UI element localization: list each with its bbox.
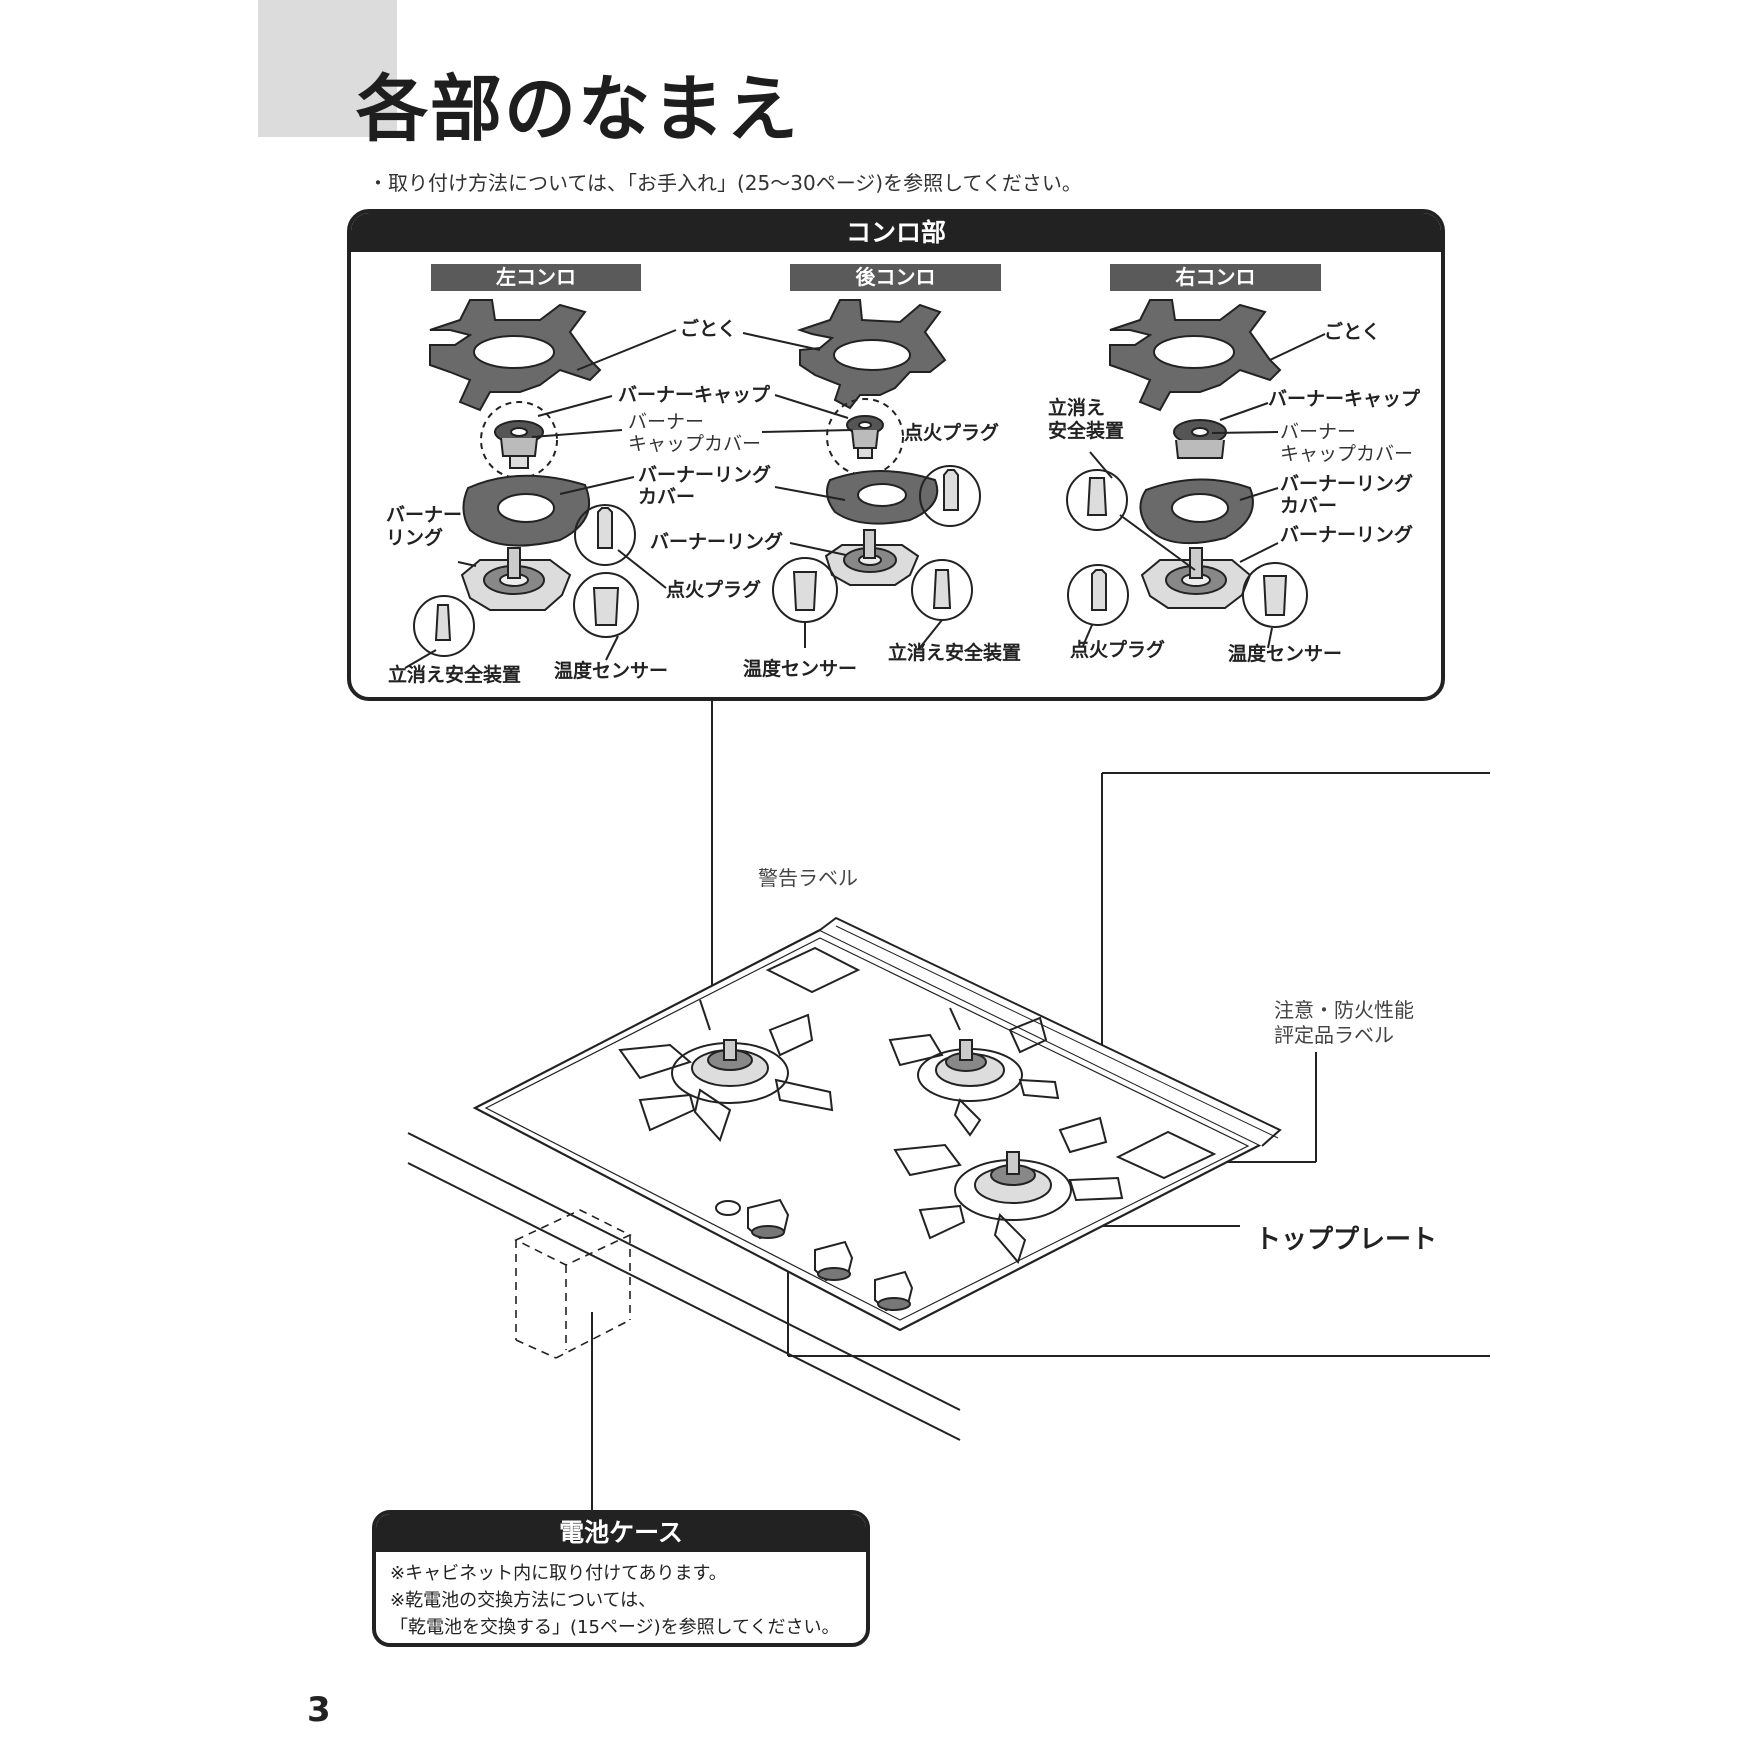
rear-safety-device-label: 立消え安全装置 bbox=[888, 642, 1022, 664]
right-ignition-plug-circle bbox=[1067, 564, 1129, 626]
rear-burner-ring-label: バーナーリング bbox=[650, 531, 784, 553]
page-title: 各部のなまえ bbox=[356, 67, 801, 151]
rear-ignition-plug-circle bbox=[919, 465, 981, 527]
left-burner-cap-cover-label-2: キャップカバー bbox=[628, 433, 762, 455]
left-temp-sensor-label: 温度センサー bbox=[554, 660, 669, 682]
right-temp-sensor-circle bbox=[1242, 562, 1308, 628]
right-burner-ring-cover-icon bbox=[1139, 478, 1254, 545]
rear-temp-sensor-label: 温度センサー bbox=[743, 658, 858, 680]
konro-parts-panel: コンロ部 左コンロ 後コンロ 右コンロ bbox=[347, 209, 1445, 701]
battery-case-note-3: 「乾電池を交換する」(15ページ)を参照してください。 bbox=[390, 1617, 840, 1638]
battery-box-icon bbox=[514, 1209, 632, 1359]
left-ignition-plug-circle bbox=[574, 504, 636, 566]
rear-burner-cap-icon bbox=[846, 415, 884, 459]
left-gotoku-icon bbox=[429, 299, 602, 412]
left-burner-cap-icon bbox=[494, 420, 544, 469]
left-burner-ring-cover-label-1: バーナーリング bbox=[638, 464, 772, 486]
right-burner-header: 右コンロ bbox=[1110, 264, 1321, 291]
right-burner-ring-cover-label-1: バーナーリング bbox=[1280, 473, 1414, 495]
battery-case-title: 電池ケース bbox=[376, 1514, 866, 1552]
right-burner-cap-label: バーナーキャップ bbox=[1268, 388, 1421, 410]
right-gotoku-icon bbox=[1109, 299, 1282, 412]
left-gotoku-label: ごとく bbox=[680, 318, 737, 340]
right-safety-device-label-1: 立消え bbox=[1048, 397, 1106, 419]
left-burner-cap-cover-label-1: バーナー bbox=[628, 411, 705, 433]
right-burner-cap-cover-label-2: キャップカバー bbox=[1280, 443, 1414, 465]
rear-gotoku-icon bbox=[796, 299, 947, 410]
left-burner-cap-label: バーナーキャップ bbox=[618, 384, 771, 406]
right-ignition-plug-label: 点火プラグ bbox=[1070, 639, 1166, 661]
plate-right-burner-icon bbox=[893, 1116, 1124, 1265]
right-burner-ring-cover-label-2: カバー bbox=[1280, 495, 1338, 517]
warning-label: 警告ラベル bbox=[758, 866, 858, 890]
right-burner-cap-cover-label-1: バーナー bbox=[1280, 421, 1357, 443]
left-temp-sensor-circle bbox=[573, 572, 639, 638]
battery-case-note-1: ※キャビネット内に取り付けてあります。 bbox=[390, 1563, 727, 1584]
caution-label-line-2: 評定品ラベル bbox=[1274, 1023, 1394, 1047]
left-burner-ring-cover-icon bbox=[462, 474, 590, 547]
plate-rear-burner-icon bbox=[888, 1007, 1060, 1137]
left-safety-device-label: 立消え安全装置 bbox=[388, 664, 522, 686]
warning-label-sticker bbox=[765, 946, 861, 994]
right-temp-sensor-label: 温度センサー bbox=[1228, 643, 1343, 665]
battery-case-note-2: ※乾電池の交換方法については、 bbox=[390, 1590, 657, 1611]
rear-burner-ring-cover-icon bbox=[825, 470, 939, 525]
right-safety-device-label-2: 安全装置 bbox=[1048, 420, 1125, 442]
left-burner-header: 左コンロ bbox=[431, 264, 641, 291]
left-burner-ring-label-2: リング bbox=[386, 527, 444, 549]
right-burner-ring-label: バーナーリング bbox=[1280, 524, 1414, 546]
right-gotoku-label: ごとく bbox=[1324, 321, 1381, 343]
left-safety-device-circle bbox=[413, 595, 475, 657]
right-burner-ring-icon bbox=[1140, 547, 1252, 609]
rear-burner-header: 後コンロ bbox=[790, 264, 1001, 291]
page-number: 3 bbox=[307, 1690, 331, 1730]
control-knob-icons bbox=[715, 1198, 914, 1312]
caution-label-sticker bbox=[1115, 1130, 1217, 1180]
left-ignition-plug-label: 点火プラグ bbox=[666, 579, 762, 601]
top-plate-label: トッププレート bbox=[1255, 1225, 1438, 1255]
caution-label-line-1: 注意・防火性能 bbox=[1274, 998, 1414, 1022]
title-background bbox=[258, 0, 397, 137]
rear-burner-ring-icon bbox=[824, 529, 920, 586]
right-safety-device-circle bbox=[1066, 469, 1128, 531]
installation-note: ・取り付け方法については、「お手入れ」(25〜30ページ)を参照してください。 bbox=[368, 171, 1082, 195]
cooktop-icon bbox=[472, 916, 1282, 1332]
left-burner-ring-label-1: バーナー bbox=[386, 504, 463, 526]
right-burner-cap-icon bbox=[1173, 419, 1227, 459]
rear-ignition-plug-label: 点火プラグ bbox=[904, 422, 1000, 444]
plate-left-burner-icon bbox=[618, 999, 834, 1142]
left-burner-ring-cover-label-2: カバー bbox=[638, 486, 696, 508]
battery-case-box: 電池ケース ※キャビネット内に取り付けてあります。 ※乾電池の交換方法については… bbox=[372, 1510, 870, 1647]
left-burner-ring-icon bbox=[460, 547, 572, 611]
konro-panel-title: コンロ部 bbox=[351, 213, 1441, 252]
